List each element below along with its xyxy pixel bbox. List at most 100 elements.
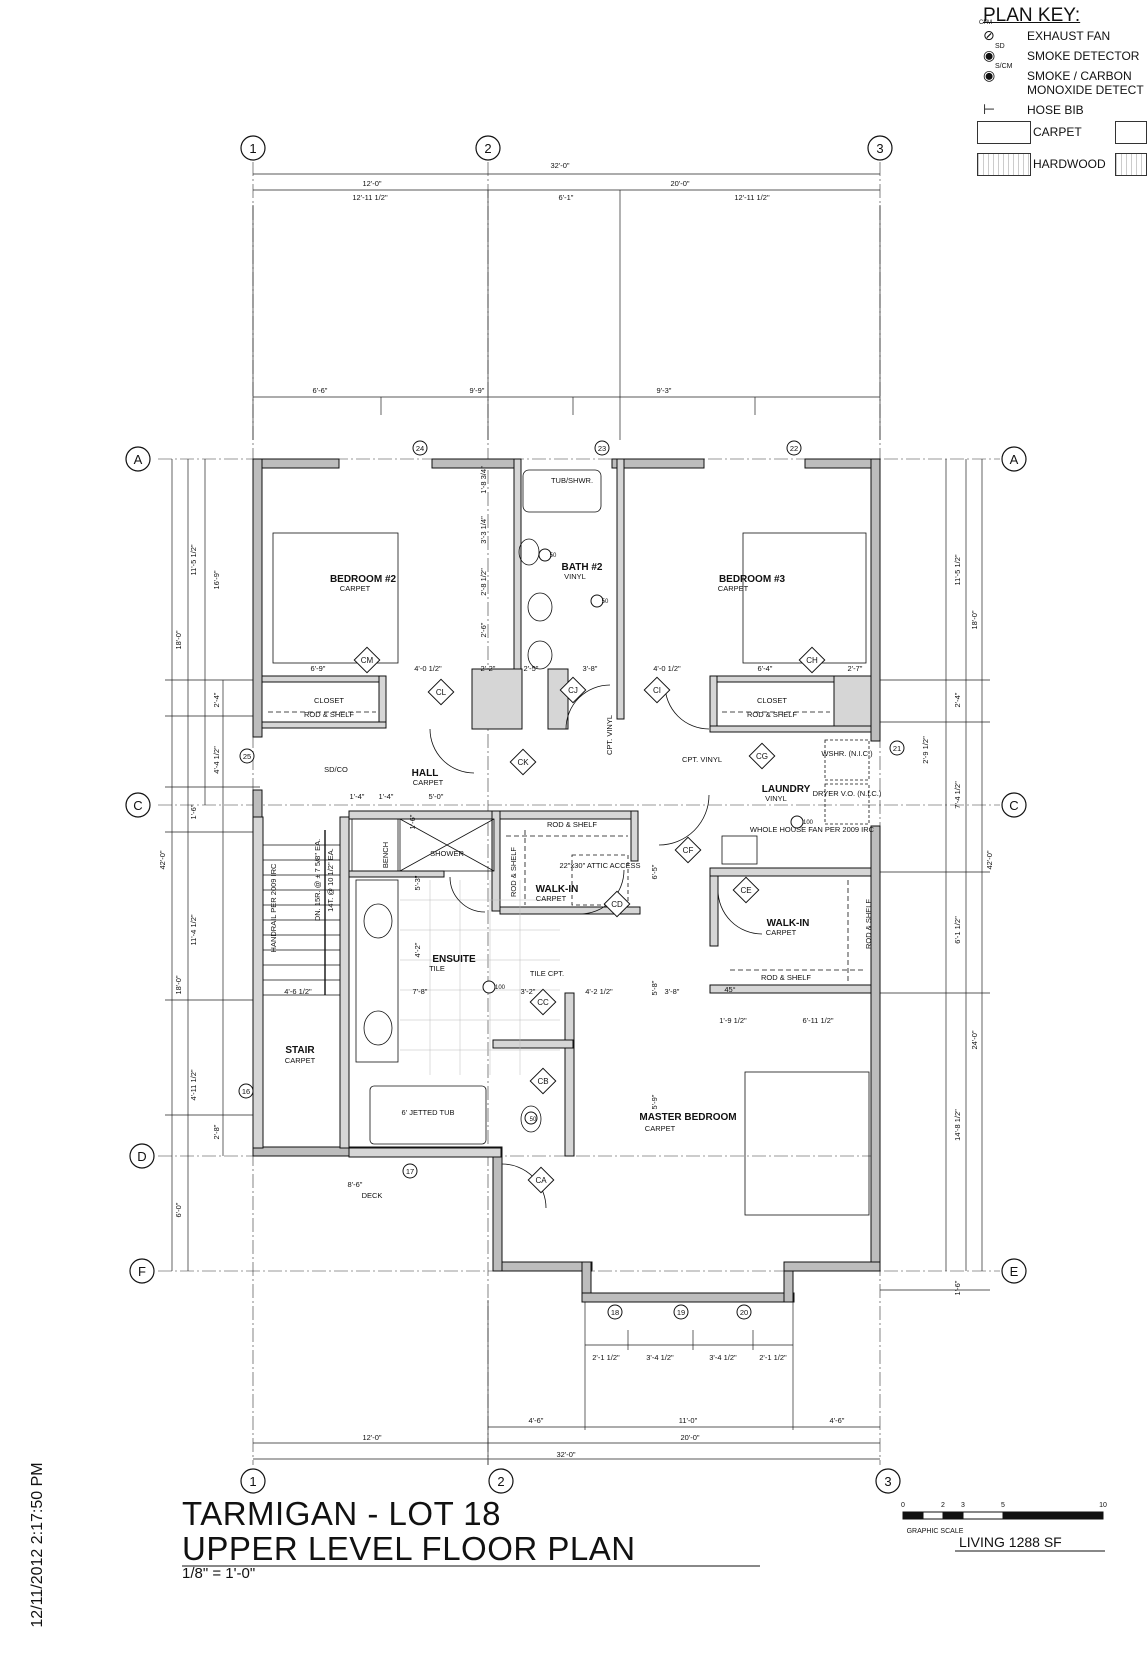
- dimension: 2'-5": [524, 664, 539, 673]
- dimension: 2'-4": [212, 692, 221, 707]
- dimension: 7'-4 1/2": [953, 781, 962, 809]
- scale-tick: 10: [1099, 1502, 1107, 1509]
- grid-label: D: [137, 1149, 146, 1164]
- exhaust-fan-icon: 100: [495, 985, 506, 991]
- grid-label: A: [134, 452, 143, 467]
- door-tag: CA: [535, 1176, 547, 1185]
- grid-bubble-1-bottom: [240, 1468, 266, 1494]
- grid-bubble-3-bottom: [875, 1468, 901, 1494]
- dimension: 6'-5": [650, 864, 659, 879]
- dimension: 3'-8": [665, 987, 680, 996]
- dimension: 5'-0": [429, 792, 444, 801]
- dimension: 9'-3": [657, 386, 672, 395]
- room-finish: CARPET: [766, 928, 797, 937]
- room-finish: CARPET: [536, 894, 567, 903]
- room-name: ENSUITE: [432, 954, 476, 965]
- jetted-tub-icon: [369, 1085, 487, 1145]
- plan-key: PLAN KEY: CFM ⊘ EXHAUST FAN ◉ SD SMOKE D…: [973, 5, 1147, 179]
- fixture-label: 22"x30" ATTIC ACCESS: [559, 861, 640, 870]
- key-label: SMOKE DETECTOR: [1027, 49, 1140, 63]
- grid-bubble-c-right: [1001, 792, 1027, 818]
- room-finish: CARPET: [340, 584, 371, 593]
- exhaust-fan-icon: 100: [803, 820, 814, 826]
- door-tag: CF: [683, 846, 694, 855]
- grid-bubble-a-right: [1001, 446, 1027, 472]
- grid-bubble-c-left: [125, 792, 151, 818]
- plan-key-row: ⊢ HOSE BIB: [973, 101, 1084, 121]
- fixture-label: DRYER V.O. (N.I.C.): [813, 789, 882, 798]
- dimension: 4'-6": [529, 1416, 544, 1425]
- smoke-detector-icon: ◉: [983, 47, 996, 63]
- attic-access: [571, 854, 629, 906]
- room-finish: VINYL: [564, 572, 586, 581]
- door-tag: CM: [361, 656, 374, 665]
- dimension: 42'-0": [158, 850, 167, 869]
- grid-label: 1: [249, 1474, 256, 1489]
- grid-label: E: [1010, 1264, 1019, 1279]
- window-tag: 23: [598, 444, 606, 453]
- sink-icon: [363, 1010, 393, 1046]
- key-label: EXHAUST FAN: [1027, 29, 1111, 43]
- room-finish: CARPET: [285, 1056, 316, 1065]
- dimension: 7'-8": [413, 987, 428, 996]
- grid-bubble-3-top: [867, 135, 893, 161]
- door-swing: [429, 728, 475, 774]
- dimension: 20'-0": [680, 1433, 699, 1442]
- dimension: 11'-5 1/2": [189, 544, 198, 575]
- dimension: 4'-0 1/2": [653, 664, 681, 673]
- dimension: 2'-6": [479, 622, 488, 637]
- grid-bubble-d-left: [129, 1143, 155, 1169]
- room-name: HALL: [412, 768, 439, 779]
- dimension: 1'-6": [189, 804, 198, 819]
- room-finish: CARPET: [645, 1124, 676, 1133]
- door-tag: CE: [740, 886, 751, 895]
- dimension: 11'-5 1/2": [953, 554, 962, 585]
- grid-label: 3: [884, 1474, 891, 1489]
- dimension: 5'-3": [413, 875, 422, 890]
- window-tag: 17: [406, 1167, 414, 1176]
- dimension: 3'-4 1/2": [709, 1353, 737, 1362]
- toilet-icon: [520, 1105, 542, 1133]
- dimension: 2'-9 1/2": [921, 736, 930, 764]
- dimension: 4'-6 1/2": [284, 987, 312, 996]
- dimension: 9'-9": [470, 386, 485, 395]
- dimension: 4'-11 1/2": [189, 1069, 198, 1100]
- fixture-label: ROD & SHELF: [304, 710, 354, 719]
- dimension: 6'-11 1/2": [802, 1016, 833, 1025]
- room-finish: CARPET: [718, 584, 749, 593]
- dimension: 1'-6": [408, 814, 417, 829]
- fixture-label: HANDRAIL PER 2009 IRC: [269, 863, 278, 953]
- dimension-lines: [165, 173, 990, 1465]
- door-tag: CI: [653, 686, 661, 695]
- laundry-sink-icon: [721, 835, 758, 865]
- door-tag: CB: [537, 1077, 548, 1086]
- hose-bib-icon: ⊢: [983, 101, 996, 117]
- door-swing: [664, 684, 710, 730]
- door-tag: CK: [517, 758, 529, 767]
- dimension: 2'-1 1/2": [592, 1353, 620, 1362]
- fixture-label: CLOSET: [757, 696, 787, 705]
- scale-label: GRAPHIC SCALE: [907, 1528, 964, 1535]
- tub-icon: [522, 469, 602, 513]
- room-name: LAUNDRY: [762, 784, 811, 795]
- vinyl-swatch: [1115, 153, 1147, 176]
- toilet-icon: [518, 538, 540, 566]
- fixture-label: CLOSET: [314, 696, 344, 705]
- exhaust-fan-icon: 50: [550, 553, 557, 559]
- dimension: 11'-0": [679, 1416, 698, 1425]
- dimension: 12'-0": [362, 1433, 381, 1442]
- dimension: 4'-0 1/2": [414, 664, 442, 673]
- dimension: 18'-0": [970, 610, 979, 629]
- room-finish: TILE: [429, 964, 445, 973]
- room-finish: CARPET: [413, 778, 444, 787]
- dimension: 1'-4": [379, 792, 394, 801]
- dimension: 2'-8 1/2": [479, 568, 488, 596]
- fixture-label: ROD & SHELF: [864, 899, 873, 949]
- fixture-label: WHOLE HOUSE FAN PER 2009 IRC: [750, 825, 875, 834]
- dimension: 2'-1 1/2": [759, 1353, 787, 1362]
- door-tag: CD: [611, 900, 623, 909]
- grid-bubble-2-top: [475, 135, 501, 161]
- dimension: 32'-0": [556, 1450, 575, 1459]
- bed-icon: [272, 532, 399, 664]
- dimension: 2'-2": [481, 664, 496, 673]
